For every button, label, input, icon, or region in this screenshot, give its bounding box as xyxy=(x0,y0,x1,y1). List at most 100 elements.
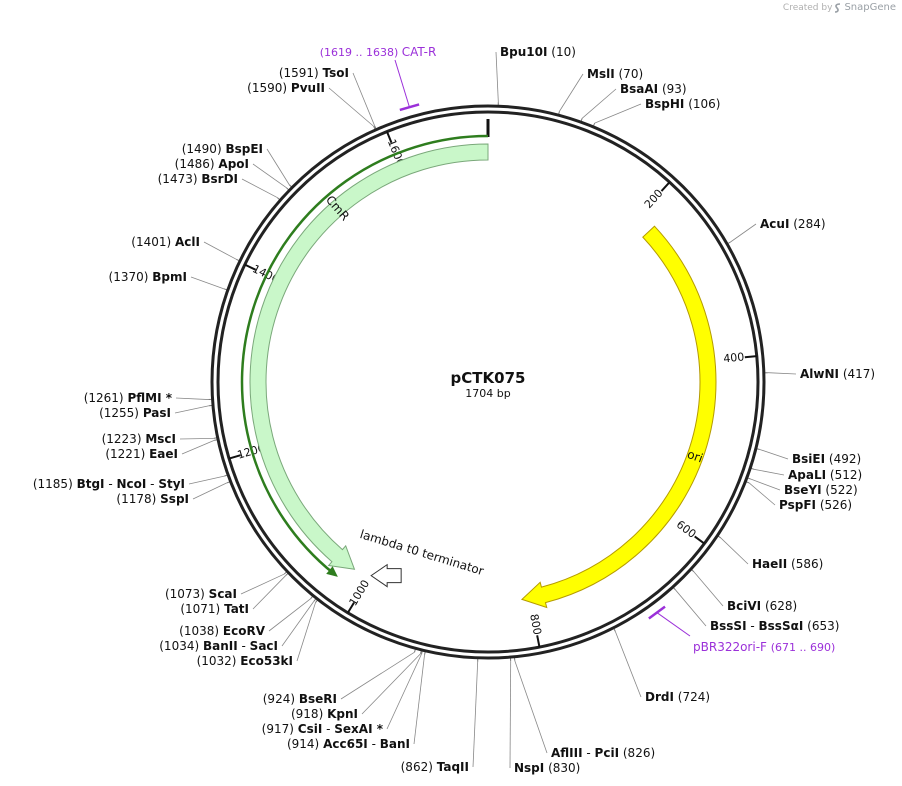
site-separator: - xyxy=(747,619,759,633)
site-label-taqii[interactable]: (862) TaqII xyxy=(401,760,469,774)
site-label-acui[interactable]: AcuI (284) xyxy=(760,217,826,231)
site-position: (93) xyxy=(662,82,687,96)
site-label-nspi[interactable]: NspI (830) xyxy=(514,761,580,775)
site-label-pasi[interactable]: (1255) PasI xyxy=(99,406,171,420)
site-position: (10) xyxy=(551,45,576,59)
site-label-bsiei[interactable]: BsiEI (492) xyxy=(792,452,861,466)
site-label-btgi[interactable]: (1185) BtgI - NcoI - StyI xyxy=(33,477,185,491)
backbone-outer-ring xyxy=(210,104,766,660)
backbone-inner-ring xyxy=(216,110,760,654)
site-position: (830) xyxy=(548,761,580,775)
feature-arrow-cmr[interactable] xyxy=(249,143,489,570)
site-label-bpmi[interactable]: (1370) BpmI xyxy=(109,270,187,284)
site-position: (1073) xyxy=(165,587,205,601)
site-position: (724) xyxy=(678,690,710,704)
site-separator: - xyxy=(368,737,380,751)
feature-arrow-ori[interactable] xyxy=(520,225,717,609)
site-label-acc65i[interactable]: (914) Acc65I - BanI xyxy=(287,737,410,751)
site-label-acli[interactable]: (1401) AclI xyxy=(131,235,200,249)
site-separator: - xyxy=(238,639,250,653)
site-label-bspei[interactable]: (1490) BspEI xyxy=(182,142,263,156)
site-leader-line xyxy=(181,440,215,455)
site-label-scai[interactable]: (1073) ScaI xyxy=(165,587,237,601)
site-leader-line xyxy=(268,598,311,632)
site-label-bcivi[interactable]: BciVI (628) xyxy=(727,599,797,613)
cmr-strand-line xyxy=(240,134,489,575)
site-label-afliii[interactable]: AflIII - PciI (826) xyxy=(551,746,655,760)
site-position: (1261) xyxy=(84,391,124,405)
site-label-eaei[interactable]: (1221) EaeI xyxy=(105,447,178,461)
snapgene-credit: Created by SnapGene xyxy=(783,2,896,13)
site-label-alwni[interactable]: AlwNI (417) xyxy=(800,367,875,381)
site-label-bsphi[interactable]: BspHI (106) xyxy=(645,97,721,111)
site-enzyme-name: BsaAI xyxy=(620,82,658,96)
site-label-csii[interactable]: (917) CsiI - SexAI * xyxy=(262,722,384,736)
site-label-tati[interactable]: (1071) TatI xyxy=(180,602,249,616)
site-leader-line xyxy=(614,631,642,698)
site-label-tsoi[interactable]: (1591) TsoI xyxy=(279,66,349,80)
site-leader-line xyxy=(748,482,776,506)
site-label-banii[interactable]: (1034) BanII - SacI xyxy=(159,639,278,653)
primer-range: (1619 .. 1638) xyxy=(320,46,402,59)
site-enzyme-name: BssSI xyxy=(710,619,747,633)
credit-brand: SnapGene xyxy=(844,2,896,13)
site-label-haeii[interactable]: HaeII (586) xyxy=(752,557,823,571)
site-label-bsssi[interactable]: BssSI - BssSαI (653) xyxy=(710,619,839,633)
site-enzyme-name: ScaI xyxy=(209,587,237,601)
site-label-bseri[interactable]: (924) BseRI xyxy=(263,692,337,706)
site-enzyme-name: SspI xyxy=(160,492,189,506)
site-leader-line xyxy=(241,178,278,198)
site-label-bsrdi[interactable]: (1473) BsrDI xyxy=(158,172,238,186)
tick-mark xyxy=(244,263,257,271)
primer-leader-line xyxy=(656,612,691,637)
site-leader-line xyxy=(190,276,225,290)
site-leader-line xyxy=(509,661,512,769)
site-label-apoi[interactable]: (1486) ApoI xyxy=(175,157,249,171)
site-position: (1071) xyxy=(180,602,220,616)
primer-range: (671 .. 690) xyxy=(771,641,836,654)
site-label-apali[interactable]: ApaLI (512) xyxy=(788,468,862,482)
tick-label: 800 xyxy=(527,613,544,636)
site-label-pspfi[interactable]: PspFI (526) xyxy=(779,498,852,512)
site-leader-line xyxy=(675,589,707,627)
plasmid-length: 1704 bp xyxy=(465,387,510,400)
site-label-msci[interactable]: (1223) MscI xyxy=(102,432,176,446)
site-enzyme-name: Bpu10I xyxy=(500,45,547,59)
site-leader-line xyxy=(174,405,210,414)
site-label-eco53ki[interactable]: (1032) Eco53kI xyxy=(197,654,293,668)
tick-label: 1000 xyxy=(347,578,373,609)
site-label-pflmi[interactable]: (1261) PflMI * xyxy=(84,391,173,405)
site-leader-line xyxy=(203,241,237,260)
primer-mark-cat-r[interactable] xyxy=(399,103,420,112)
site-enzyme-name: AflIII xyxy=(551,746,583,760)
site-enzyme-name: CsiI xyxy=(298,722,323,736)
site-position: (417) xyxy=(843,367,875,381)
site-leader-line xyxy=(252,575,286,610)
site-label-kpni[interactable]: (918) KpnI xyxy=(291,707,358,721)
feature-arrow-terminator[interactable] xyxy=(370,563,402,588)
site-position: (586) xyxy=(791,557,823,571)
primer-name: pBR322ori-F xyxy=(693,640,771,654)
plasmid-name: pCTK075 xyxy=(451,369,526,387)
site-leader-line xyxy=(361,653,421,715)
site-enzyme-name: BsiEI xyxy=(792,452,825,466)
site-enzyme-name: BspHI xyxy=(645,97,684,111)
site-label-drdi[interactable]: DrdI (724) xyxy=(645,690,710,704)
site-enzyme-name: SacI xyxy=(250,639,278,653)
site-enzyme-name: ApaLI xyxy=(788,468,826,482)
site-enzyme-name: Eco53kI xyxy=(240,654,293,668)
primer-mark-pbr322ori-f[interactable] xyxy=(648,605,666,620)
site-leader-line xyxy=(240,573,285,595)
primer-name: CAT-R xyxy=(402,45,437,59)
site-label-sspi[interactable]: (1178) SspI xyxy=(116,492,189,506)
site-leader-line xyxy=(328,87,374,127)
site-position: (1486) xyxy=(175,157,215,171)
site-label-pvuii[interactable]: (1590) PvuII xyxy=(247,81,325,95)
site-label-bsaai[interactable]: BsaAI (93) xyxy=(620,82,687,96)
site-label-msli[interactable]: MslI (70) xyxy=(587,67,643,81)
site-position: (924) xyxy=(263,692,295,706)
site-label-ecorv[interactable]: (1038) EcoRV xyxy=(179,624,266,638)
site-enzyme-name: BsrDI xyxy=(201,172,238,186)
site-label-bpu10i[interactable]: Bpu10I (10) xyxy=(500,45,576,59)
site-label-bseyi[interactable]: BseYI (522) xyxy=(784,483,858,497)
